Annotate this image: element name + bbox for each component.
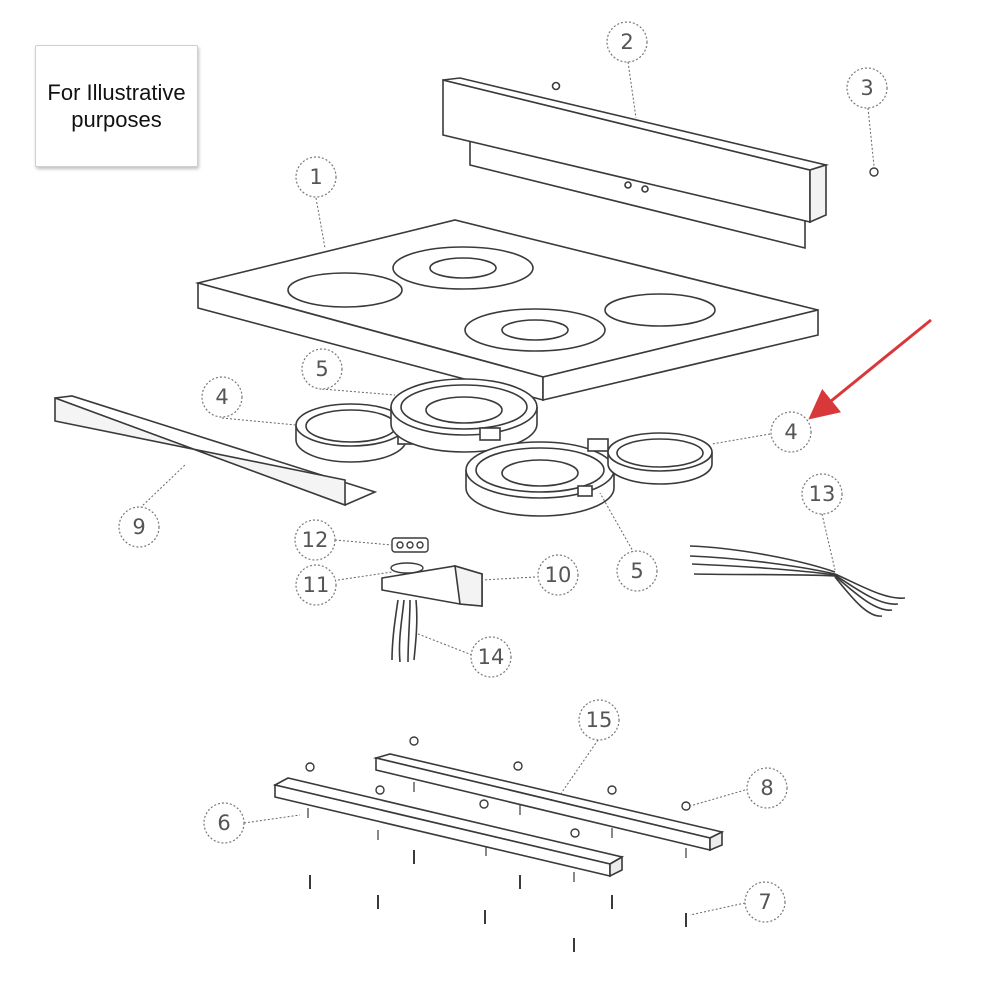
callout-5-top[interactable]: 5 bbox=[301, 348, 343, 390]
callout-7-label: 7 bbox=[758, 890, 771, 914]
callout-12[interactable]: 12 bbox=[294, 519, 336, 561]
callout-15[interactable]: 15 bbox=[578, 699, 620, 741]
illustrative-notice: For Illustrative purposes bbox=[35, 45, 198, 167]
callout-12-label: 12 bbox=[302, 528, 329, 552]
cooktop-glass-part[interactable] bbox=[194, 219, 819, 402]
callout-5-bottom[interactable]: 5 bbox=[616, 550, 658, 592]
callout-4-right[interactable]: 4 bbox=[770, 411, 812, 453]
callout-14[interactable]: 14 bbox=[470, 636, 512, 678]
callout-2-label: 2 bbox=[620, 30, 633, 54]
terminal-block-part[interactable] bbox=[391, 537, 429, 553]
indicator-arrow bbox=[808, 318, 932, 420]
callout-6[interactable]: 6 bbox=[203, 802, 245, 844]
callout-7[interactable]: 7 bbox=[744, 881, 786, 923]
callout-5-bottom-label: 5 bbox=[630, 559, 643, 583]
illustrative-notice-text: For Illustrative purposes bbox=[47, 80, 186, 132]
callout-5-top-label: 5 bbox=[315, 357, 328, 381]
dual-element-bottom-part[interactable] bbox=[465, 441, 615, 517]
callout-4-left-label: 4 bbox=[215, 385, 228, 409]
small-element-right-part[interactable] bbox=[587, 432, 713, 485]
screws-part[interactable] bbox=[307, 782, 687, 952]
rear-rail-part[interactable] bbox=[372, 753, 725, 852]
screw-part[interactable] bbox=[869, 167, 879, 177]
bracket-part[interactable] bbox=[381, 564, 483, 607]
callout-4-left[interactable]: 4 bbox=[201, 376, 243, 418]
wiring-leads-part[interactable] bbox=[689, 545, 906, 617]
callout-11[interactable]: 11 bbox=[295, 564, 337, 606]
front-rail-part[interactable] bbox=[272, 777, 625, 878]
callout-15-label: 15 bbox=[586, 708, 613, 732]
callout-9[interactable]: 9 bbox=[118, 506, 160, 548]
callout-13-label: 13 bbox=[809, 482, 836, 506]
callout-4-right-label: 4 bbox=[784, 420, 797, 444]
callout-13[interactable]: 13 bbox=[801, 473, 843, 515]
callout-10[interactable]: 10 bbox=[537, 554, 579, 596]
callout-11-label: 11 bbox=[303, 573, 330, 597]
trim-channel-part[interactable] bbox=[54, 395, 378, 507]
callout-6-label: 6 bbox=[217, 811, 230, 835]
callout-14-label: 14 bbox=[478, 645, 505, 669]
leader-lines bbox=[139, 61, 875, 916]
nuts-part[interactable] bbox=[305, 736, 691, 838]
callout-1[interactable]: 1 bbox=[295, 156, 337, 198]
callout-1-label: 1 bbox=[309, 165, 322, 189]
wire-harness-part[interactable] bbox=[391, 599, 418, 663]
callouts: 1 2 3 4 4 5 5 bbox=[118, 21, 888, 923]
callout-3-label: 3 bbox=[860, 76, 873, 100]
small-element-left-part[interactable] bbox=[295, 403, 417, 463]
callout-8-label: 8 bbox=[760, 776, 773, 800]
mounting-plate-part[interactable] bbox=[390, 562, 424, 574]
callout-2[interactable]: 2 bbox=[606, 21, 648, 63]
dual-element-top-part[interactable] bbox=[390, 378, 538, 453]
callout-3[interactable]: 3 bbox=[846, 67, 888, 109]
callout-9-label: 9 bbox=[132, 515, 145, 539]
backguard-part[interactable] bbox=[442, 77, 830, 250]
callout-8[interactable]: 8 bbox=[746, 767, 788, 809]
callout-10-label: 10 bbox=[545, 563, 572, 587]
